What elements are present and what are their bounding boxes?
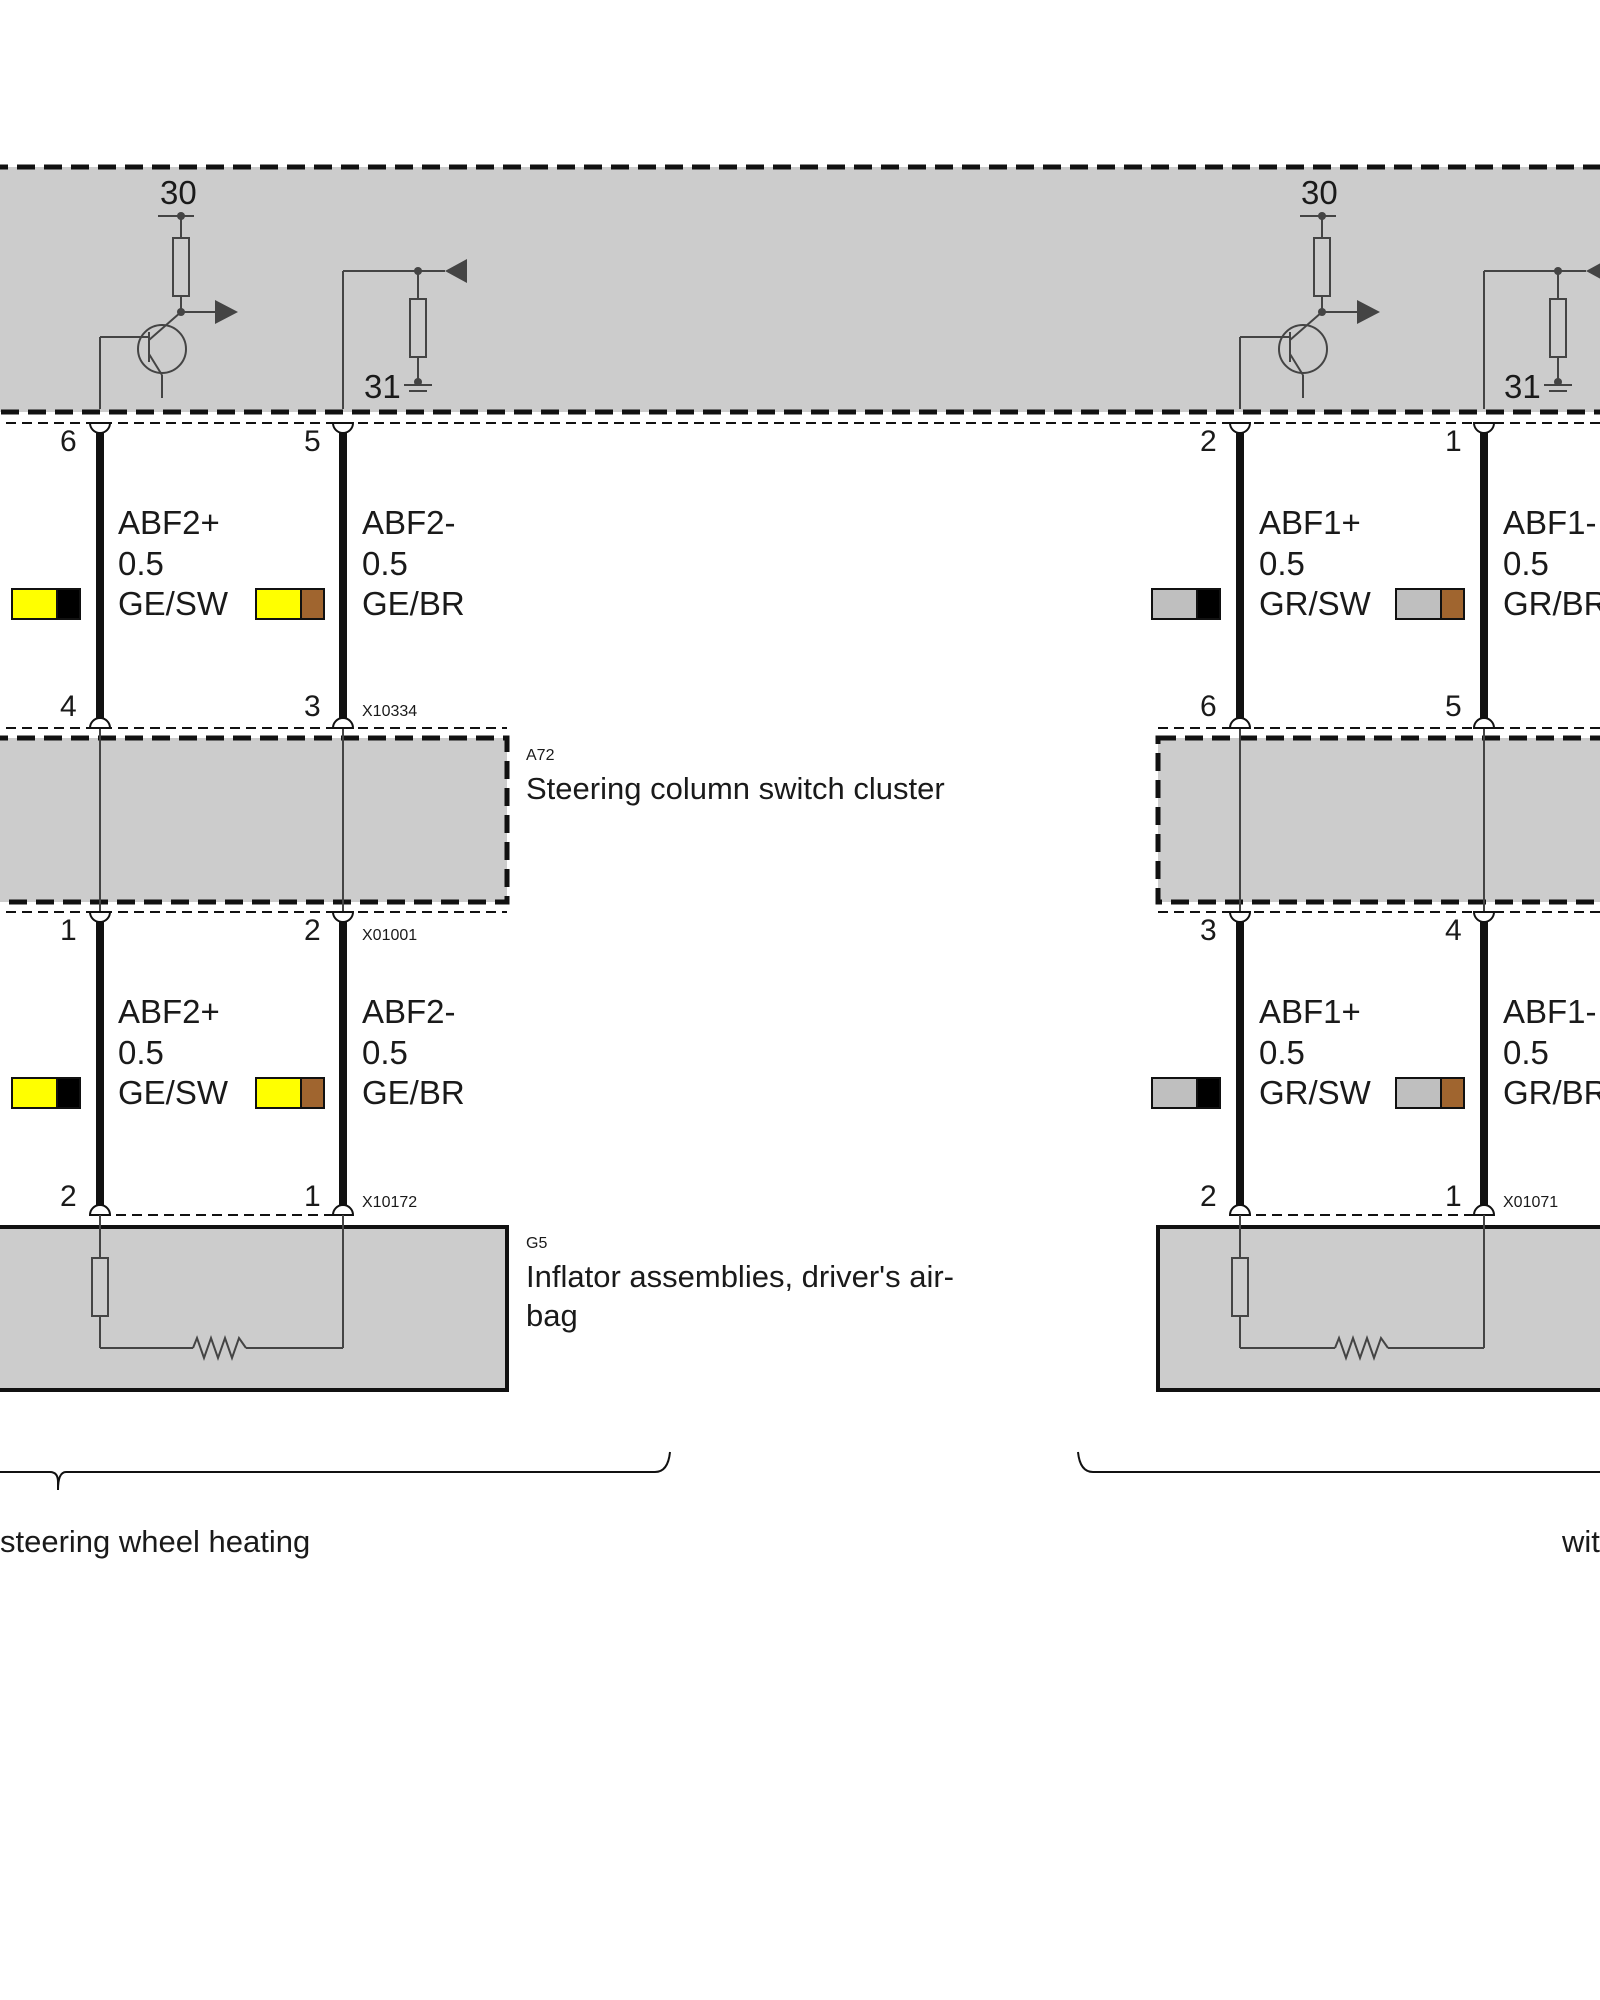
wire-gauge: 0.5 [1259,1034,1305,1071]
inflator-circuit-left [91,1215,344,1362]
connector-code: X10334 [362,703,417,720]
wire-color: GR/BR [1503,1074,1600,1111]
wire-color: GR/SW [1259,1074,1372,1111]
pin-number: 2 [1200,425,1217,458]
pin-number: 1 [304,1180,321,1213]
wire-label-right-lower-b: ABF1- 0.5 GR/BR [1503,993,1600,1111]
supply-30-right: 30 [1301,174,1338,211]
swatch-gr-br [1395,588,1465,620]
swatch-gr-br [1395,1077,1465,1109]
junction-dot [414,267,422,275]
pin-number: 2 [304,914,321,947]
wire-gauge: 0.5 [1259,545,1305,582]
junction-dot [1554,378,1562,386]
pin-number: 1 [1445,425,1462,458]
connector-code: X01001 [362,927,417,944]
pin-number: 5 [1445,690,1462,723]
wire-signal: ABF2- [362,504,456,541]
wire-color: GE/SW [118,585,229,622]
connector-dashes [0,727,1600,1216]
pin-number: 1 [1445,1180,1462,1213]
wire-signal: ABF1+ [1259,993,1361,1030]
component-code-g5: G5 [526,1235,547,1252]
junction-dot [177,308,185,316]
wire-color: GE/SW [118,1074,229,1111]
pin-number: 4 [60,690,77,723]
connector-code: X10172 [362,1194,417,1211]
wire-gauge: 0.5 [362,545,408,582]
pin-number: 2 [60,1180,77,1213]
wire-signal: ABF1- [1503,993,1597,1030]
passthrough-wires [99,728,1485,912]
wire-color: GE/BR [362,1074,465,1111]
component-name-a72: Steering column switch cluster [526,771,945,806]
pin-number: 2 [1200,1180,1217,1213]
junction-dot [177,212,185,220]
wire-label-right-upper-a: ABF1+ 0.5 GR/SW [1259,504,1372,622]
pin-symbols [88,422,1496,1216]
pin-number: 1 [60,914,77,947]
wire-signal: ABF2+ [118,504,220,541]
wire-label-left-lower-a: ABF2+ 0.5 GE/SW [118,993,229,1111]
swatch-gr-sw [1151,1077,1221,1109]
wire-label-right-upper-b: ABF1- 0.5 GR/BR [1503,504,1600,622]
inflator-box-right [1156,1225,1600,1392]
brace-left [0,1451,671,1491]
wires [96,423,1488,1215]
wire-signal: ABF1+ [1259,504,1361,541]
junction-dot [1318,212,1326,220]
pin-number: 5 [304,425,321,458]
component-name-g5: Inflator assemblies, driver's air- [526,1259,954,1294]
control-unit-box [0,164,1600,415]
component-name-g5: bag [526,1298,578,1333]
wire-gauge: 0.5 [118,545,164,582]
wire-gauge: 0.5 [118,1034,164,1071]
driver-circuit-left [99,215,238,409]
wire-signal: ABF1- [1503,504,1597,541]
wire-color: GR/BR [1503,585,1600,622]
swatch-ge-br [255,1077,325,1109]
switch-cluster-box-left [0,735,510,905]
pin-number: 3 [304,690,321,723]
wire-gauge: 0.5 [362,1034,408,1071]
junction-dot [1554,267,1562,275]
pulldown-circuit-left [342,259,467,409]
pulldown-circuit-right [1483,263,1600,409]
ground-31-left: 31 [364,368,401,405]
inflator-circuit-right [1231,1215,1485,1362]
wire-gauge: 0.5 [1503,1034,1549,1071]
wire-signal: ABF2+ [118,993,220,1030]
junction-dot [1318,308,1326,316]
wire-color: GE/BR [362,585,465,622]
swatch-ge-sw [11,1077,81,1109]
junction-dot [414,378,422,386]
variant-note-right: wit [1561,1524,1600,1559]
ground-31-right: 31 [1504,368,1541,405]
wire-label-left-upper-b: ABF2- 0.5 GE/BR [362,504,465,622]
pin-number: 3 [1200,914,1217,947]
driver-circuit-right [1239,215,1380,409]
connector-code: X01071 [1503,1194,1558,1211]
variant-note-left: steering wheel heating [0,1524,310,1559]
brace-right [1077,1451,1600,1473]
wire-label-left-upper-a: ABF2+ 0.5 GE/SW [118,504,229,622]
supply-30-left: 30 [160,174,197,211]
swatch-gr-sw [1151,588,1221,620]
pin-number: 6 [1200,690,1217,723]
switch-cluster-box-right [1155,735,1600,905]
component-code-a72: A72 [526,747,555,764]
inflator-box-left [0,1225,509,1392]
pin-number: 4 [1445,914,1462,947]
swatch-ge-sw [11,588,81,620]
wire-signal: ABF2- [362,993,456,1030]
wire-gauge: 0.5 [1503,545,1549,582]
swatch-ge-br [255,588,325,620]
wire-label-left-lower-b: ABF2- 0.5 GE/BR [362,993,465,1111]
wire-color: GR/SW [1259,585,1372,622]
wire-label-right-lower-a: ABF1+ 0.5 GR/SW [1259,993,1372,1111]
pin-number: 6 [60,425,77,458]
